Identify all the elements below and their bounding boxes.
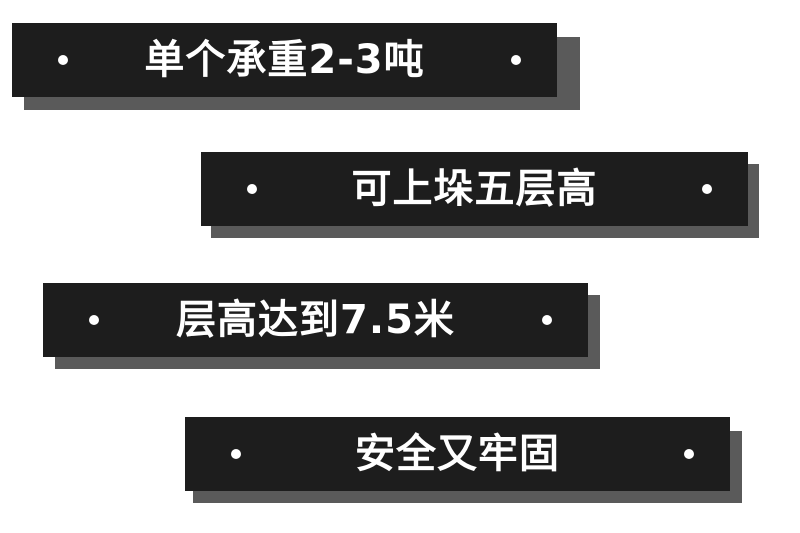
banner-face: 层高达到7.5米 xyxy=(43,283,588,357)
bullet-dot-icon xyxy=(58,55,68,65)
banner-label: 层高达到7.5米 xyxy=(176,297,455,343)
bullet-dot-icon xyxy=(702,184,712,194)
banner-label: 可上垛五层高 xyxy=(351,166,598,212)
bullet-dot-icon xyxy=(684,449,694,459)
bullet-dot-icon xyxy=(231,449,241,459)
banner-face: 单个承重2-3吨 xyxy=(12,23,557,97)
bullet-dot-icon xyxy=(89,315,99,325)
bullet-dot-icon xyxy=(511,55,521,65)
banner-face: 可上垛五层高 xyxy=(201,152,748,226)
banner-label: 安全又牢固 xyxy=(355,431,560,477)
banner-face: 安全又牢固 xyxy=(185,417,730,491)
bullet-dot-icon xyxy=(247,184,257,194)
banner-label: 单个承重2-3吨 xyxy=(144,37,425,83)
bullet-dot-icon xyxy=(542,315,552,325)
